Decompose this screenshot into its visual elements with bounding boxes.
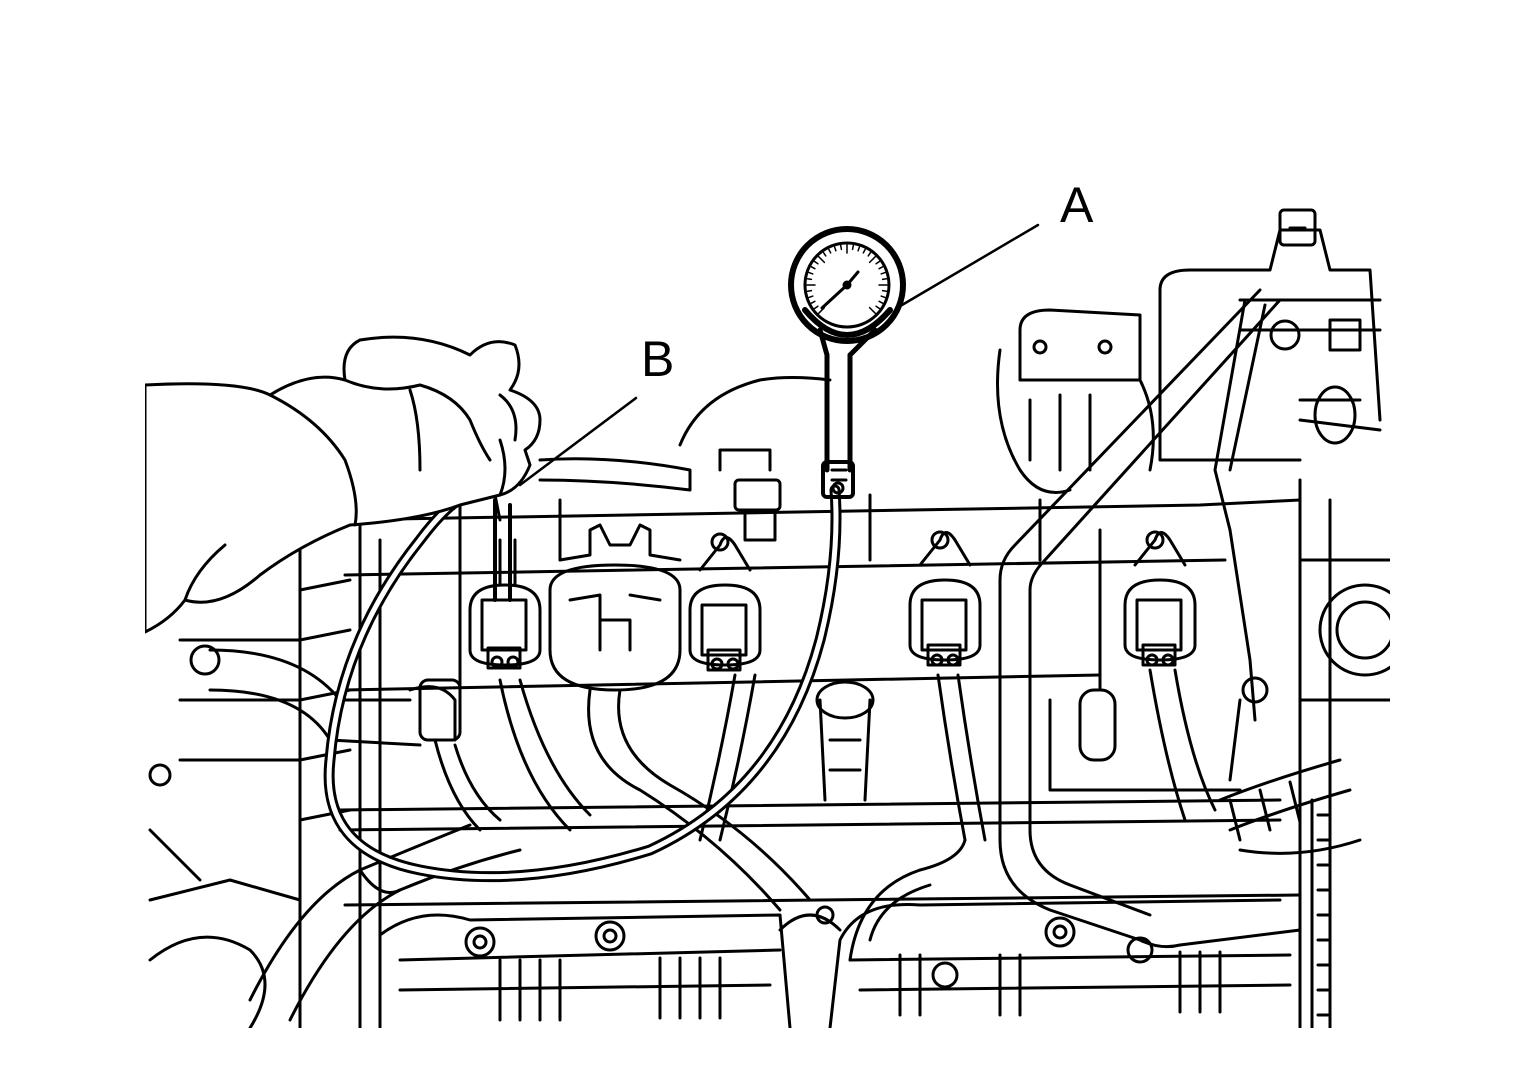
gauge-tick	[881, 277, 888, 281]
gauge-tick	[880, 271, 886, 275]
gauge-tick	[839, 244, 843, 251]
gauge-tick	[857, 246, 861, 252]
vacuum-line	[1213, 298, 1269, 782]
gauge-tick	[817, 255, 826, 264]
gauge-tick	[808, 271, 814, 275]
coolant-tube	[998, 288, 1302, 949]
leader-line-a	[900, 223, 1040, 307]
gauge-tick	[813, 305, 819, 310]
gauge-tick	[867, 251, 872, 257]
engine-bracket	[996, 308, 1155, 494]
ignition-coil-3	[908, 530, 982, 667]
callout-leaders	[518, 223, 1040, 487]
technician-hand	[145, 335, 542, 634]
wiring-harness	[208, 648, 1362, 1022]
oil-filler-cap	[548, 523, 682, 692]
ignition-coil-2	[688, 532, 762, 672]
cam-sensor-connector	[538, 376, 832, 542]
gauge-tick	[875, 260, 881, 265]
gauge-tick	[806, 277, 813, 281]
gauge-tick	[868, 255, 877, 264]
gauge-tick	[878, 300, 884, 304]
gauge-tick	[878, 266, 884, 270]
ignition-coil-4	[1123, 530, 1197, 667]
gauge-tick	[808, 295, 814, 299]
gauge-tick	[833, 246, 837, 252]
gauge-tick	[813, 260, 819, 265]
ignition-coil-1	[468, 538, 542, 670]
gauge-tick	[868, 306, 877, 315]
gauge-tick	[806, 289, 813, 293]
gauge-tick	[862, 248, 866, 254]
callout-label-a: A	[1060, 177, 1094, 233]
gauge-tick	[810, 266, 816, 270]
throttle-body	[1158, 208, 1390, 702]
compression-gauge	[323, 226, 906, 883]
gauge-tick	[810, 300, 816, 304]
gauge-dial-ticks	[806, 244, 888, 315]
intake-manifold	[378, 898, 1292, 1028]
engine-block	[148, 478, 1332, 1028]
leader-line-b	[518, 396, 638, 487]
gauge-tick	[822, 251, 827, 257]
gauge-tick	[880, 295, 886, 299]
callout-label-b: B	[641, 331, 674, 387]
gauge-tick	[828, 248, 832, 254]
gauge-tick	[875, 305, 881, 310]
gauge-tick	[851, 244, 855, 251]
gauge-tick	[881, 289, 888, 293]
